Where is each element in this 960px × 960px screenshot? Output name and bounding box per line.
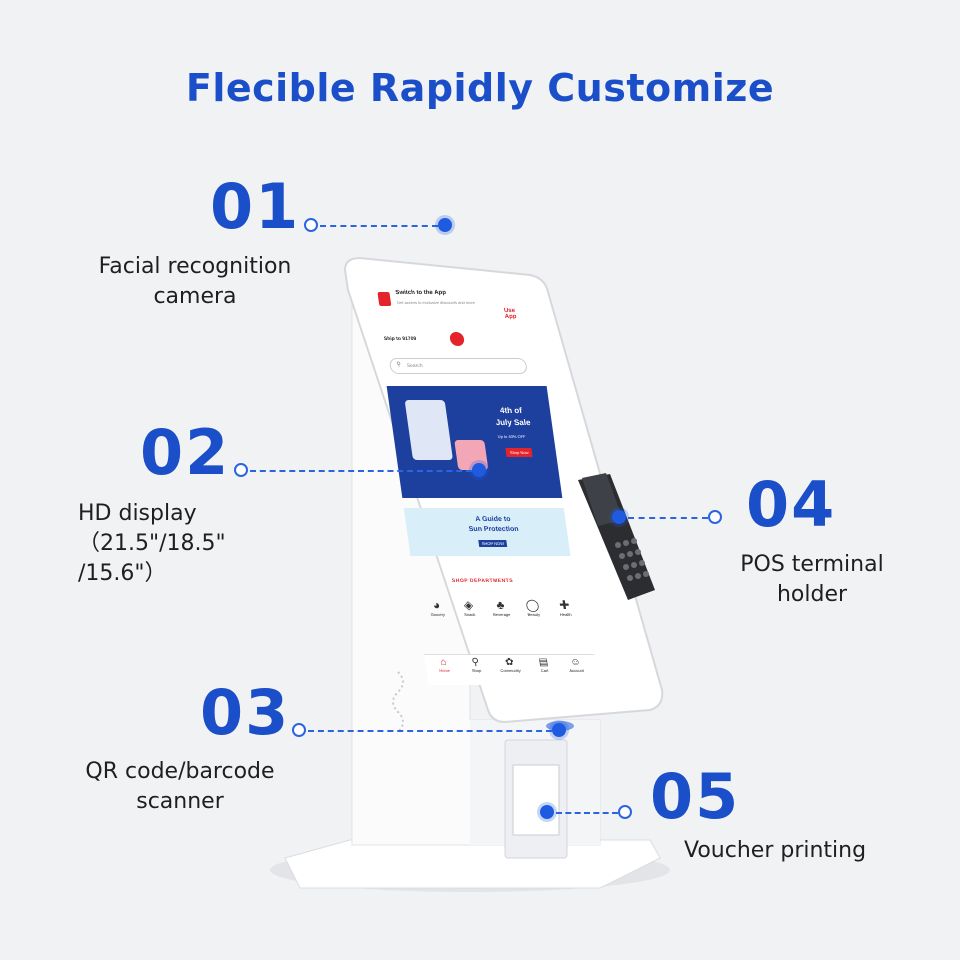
nav-cart[interactable]: ▤ Cart	[529, 657, 559, 673]
department-label: Grocery	[430, 612, 446, 617]
callout-ring	[304, 218, 318, 232]
feature-label-04: POS terminal holder	[740, 552, 884, 607]
promo-line-1: 4th of	[499, 406, 523, 415]
guide-line-1: A Guide to	[474, 516, 512, 523]
feature-label-01: Facial recognition camera	[98, 254, 292, 309]
department-label: Snack	[463, 612, 476, 617]
search-icon: ⚲	[396, 362, 402, 368]
departments-row: ◕ Grocery ◈ Snack ♣ Beverage ◯ Beauty ✚ …	[416, 598, 592, 638]
brand-logo-icon	[449, 332, 465, 346]
nav-label: Cart	[540, 668, 549, 673]
callout-line	[250, 470, 472, 472]
department-beverage[interactable]: ♣ Beverage	[484, 598, 517, 617]
callout-ring	[292, 723, 306, 737]
nav-home[interactable]: ⌂ Home	[429, 657, 459, 673]
account-icon: ☺	[569, 657, 582, 668]
use-app-link[interactable]: Use App	[503, 308, 518, 320]
department-health[interactable]: ✚ Health	[548, 598, 581, 617]
health-icon: ✚	[558, 598, 571, 612]
nav-account[interactable]: ☺ Account	[561, 657, 591, 673]
guide-line-2: Sun Protection	[468, 526, 520, 533]
promo-line-2: July Sale	[495, 418, 532, 427]
callout-dot	[552, 723, 566, 737]
nav-label: Home	[438, 668, 451, 673]
guide-shop-button[interactable]: SHOP NOW	[478, 540, 508, 547]
callout-ring	[708, 510, 722, 524]
shop-icon: ⚲	[471, 657, 480, 668]
feature-number-02: 02	[140, 416, 231, 489]
callout-line	[320, 225, 438, 227]
snack-icon: ◈	[462, 598, 474, 612]
beauty-icon: ◯	[524, 598, 541, 612]
callout-ring	[234, 463, 248, 477]
callout-dot	[472, 463, 486, 477]
cart-icon: ▤	[537, 657, 549, 668]
nav-community[interactable]: ✿ Community	[493, 657, 527, 673]
department-label: Health	[559, 612, 572, 617]
home-icon: ⌂	[439, 657, 448, 668]
page-headline: Flecible Rapidly Customize	[185, 66, 775, 110]
search-placeholder: Search	[406, 363, 424, 369]
feature-label-05: Voucher printing	[684, 838, 867, 863]
department-label: Beauty	[527, 612, 541, 617]
callout-dot	[540, 805, 554, 819]
callout-line	[308, 730, 552, 732]
app-logo	[377, 292, 392, 306]
promo-banner[interactable]: 4th of July Sale Up to 40% OFF Shop Now	[386, 386, 563, 498]
banner-subtitle: Get access to exclusive discounts and mo…	[396, 300, 476, 305]
department-grocery[interactable]: ◕ Grocery	[420, 598, 453, 617]
feature-number-05: 05	[650, 760, 741, 833]
departments-title: SHOP DEPARTMENTS	[451, 578, 514, 584]
promo-line-3: Up to 40% OFF	[497, 434, 526, 439]
bottom-nav: ⌂ Home ⚲ Shop ✿ Community ▤ Cart ☺ Accou…	[424, 654, 599, 685]
feature-label-02: HD display （21.5"/18.5" /15.6"）	[78, 501, 226, 586]
department-snack[interactable]: ◈ Snack	[452, 598, 485, 617]
callout-ring	[618, 805, 632, 819]
nav-shop[interactable]: ⚲ Shop	[461, 657, 491, 673]
nav-label: Account	[569, 668, 585, 673]
ship-to-label[interactable]: Ship to 91709	[383, 336, 417, 342]
product-image	[404, 400, 454, 460]
feature-number-04: 04	[746, 468, 837, 541]
callout-line	[556, 812, 618, 814]
department-label: Beverage	[492, 612, 511, 617]
leaf-icon: ✿	[504, 657, 515, 668]
callout-dot	[612, 510, 626, 524]
promo-shop-button[interactable]: Shop Now	[505, 448, 534, 457]
feature-number-03: 03	[200, 676, 291, 749]
department-beauty[interactable]: ◯ Beauty	[516, 598, 549, 617]
guide-banner[interactable]: A Guide to Sun Protection SHOP NOW	[403, 508, 571, 556]
feature-number-01: 01	[210, 170, 301, 243]
feature-label-03: QR code/barcode scanner	[85, 759, 275, 814]
app-banner: Switch to the App Get access to exclusiv…	[372, 282, 529, 326]
bottle-icon: ♣	[495, 598, 506, 612]
callout-dot	[438, 218, 452, 232]
callout-line	[628, 517, 708, 519]
bowl-icon: ◕	[431, 598, 442, 612]
nav-label: Community	[500, 668, 522, 673]
search-input[interactable]: ⚲ Search	[388, 358, 528, 374]
nav-label: Shop	[471, 668, 482, 673]
banner-title: Switch to the App	[395, 290, 447, 296]
